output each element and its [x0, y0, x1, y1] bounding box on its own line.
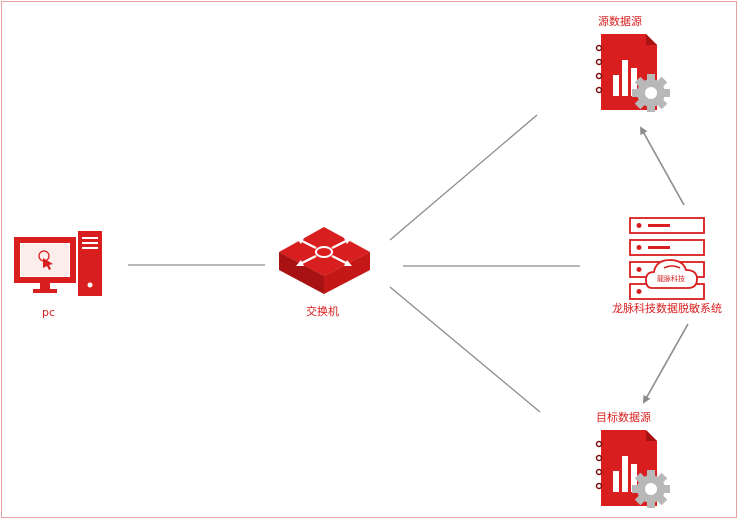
target-label: 目标数据源	[596, 411, 651, 424]
server-cloud-icon: 龍脉科技	[629, 217, 705, 300]
database-document-gear-icon	[595, 430, 670, 508]
arrow-masking-to-source	[640, 126, 685, 206]
computer-icon	[14, 231, 102, 296]
masking-system-label: 龙脉科技数据脱敏系统	[612, 302, 722, 315]
source-label: 源数据源	[598, 15, 642, 28]
link-switch-target	[389, 286, 541, 413]
cloud-logo-text: 龍脉科技	[657, 274, 685, 283]
switch-label: 交换机	[306, 305, 339, 318]
arrow-masking-to-target	[643, 323, 689, 404]
link-switch-source	[389, 114, 538, 241]
pc-label: pc	[42, 306, 56, 319]
database-document-gear-icon	[595, 34, 670, 112]
network-switch-icon	[279, 227, 370, 294]
